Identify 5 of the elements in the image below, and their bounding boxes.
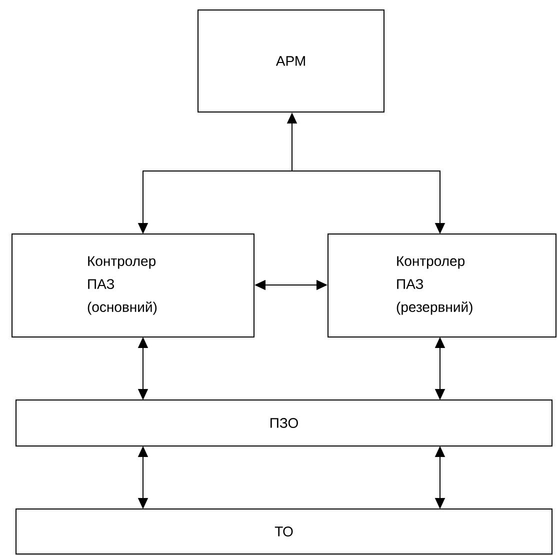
block-box: ТО (16, 508, 552, 554)
controller-box: Контролер ПАЗ (основний) (12, 234, 254, 338)
controller-box: Контролер ПАЗ (резервний) (328, 234, 556, 338)
block-box: АРМ (198, 10, 384, 112)
block-box: ПЗО (16, 400, 552, 446)
